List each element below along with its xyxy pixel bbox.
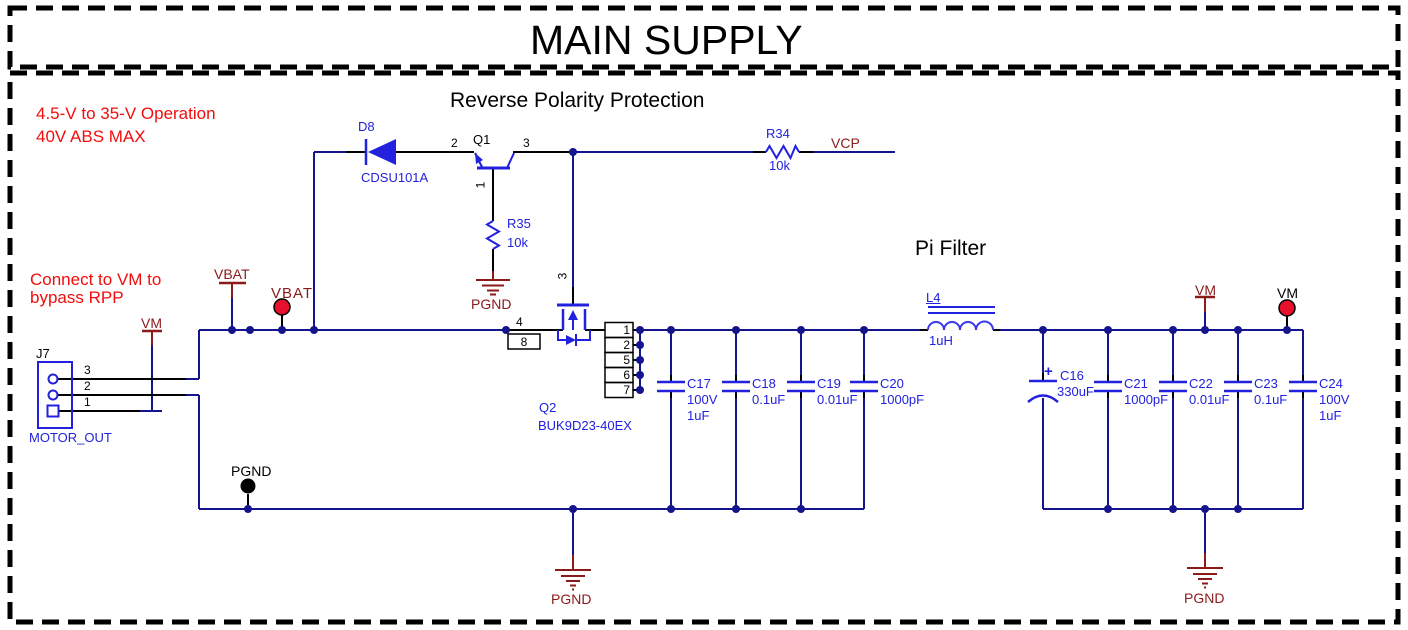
c18-refdes: C18 — [752, 376, 776, 391]
vbat-test-point — [273, 298, 291, 316]
q2-pin8-label: 8 — [520, 335, 528, 349]
junction-dots — [228, 148, 1291, 513]
c19-value: 0.01uF — [817, 392, 858, 407]
j7-pin2-label: 2 — [84, 379, 91, 393]
r35-refdes: R35 — [507, 216, 531, 231]
q2-pin4-label: 4 — [516, 315, 523, 329]
c18-value: 0.1uF — [752, 392, 786, 407]
vm-net-label-left: VM — [141, 315, 162, 331]
rpp-section-title: Reverse Polarity Protection — [450, 89, 705, 112]
c24-voltage: 100V — [1319, 392, 1350, 407]
q2-body-diode — [566, 335, 576, 345]
vcp-net-label: VCP — [831, 135, 860, 151]
wires — [140, 151, 1304, 555]
operation-range-note: 4.5-V to 35-V Operation — [36, 104, 216, 123]
c24-value: 1uF — [1319, 408, 1342, 423]
c23-refdes: C23 — [1254, 376, 1278, 391]
c22-value: 0.01uF — [1189, 392, 1230, 407]
c20-value: 1000pF — [880, 392, 925, 407]
l4-refdes: L4 — [926, 290, 941, 305]
pgnd-test-point — [240, 478, 256, 494]
pgnd-label-right: PGND — [1184, 590, 1225, 606]
abs-max-note: 40V ABS MAX — [36, 127, 146, 146]
title-frame — [7, 5, 1401, 70]
q2-pin7-label: 7 — [623, 383, 630, 397]
bypass-note-line1: Connect to VM to — [30, 270, 162, 289]
c24-refdes: C24 — [1319, 376, 1343, 391]
q1-refdes: Q1 — [473, 132, 491, 147]
j7-pin3-label: 3 — [84, 363, 91, 377]
q2-pin-boxes — [507, 321, 634, 399]
c16-refdes: C16 — [1060, 368, 1084, 383]
c23-value: 0.1uF — [1254, 392, 1288, 407]
vbat-net-label: VBAT — [214, 266, 250, 282]
c16-curved-plate — [1027, 394, 1059, 403]
q2-pin2-label: 2 — [623, 338, 630, 352]
c21-value: 1000pF — [1124, 392, 1169, 407]
q2-pin6-label: 6 — [623, 368, 630, 382]
l4-value: 1uH — [929, 333, 953, 348]
c16-polarity-mark: + — [1044, 363, 1053, 380]
main-frame — [7, 70, 1401, 625]
c17-value: 1uF — [687, 408, 710, 423]
q2-gate-pin-label: 3 — [555, 272, 570, 280]
d8-refdes: D8 — [358, 119, 375, 134]
vbat-testpoint-label: VBAT — [271, 285, 314, 302]
q2-pin5-label: 5 — [623, 353, 630, 367]
pgnd-testpoint-label: PGND — [231, 463, 272, 479]
resistor-r34-symbol — [765, 143, 800, 161]
c22-refdes: C22 — [1189, 376, 1213, 391]
j7-pin1-label: 1 — [84, 395, 91, 409]
transistor-q1-symbol — [474, 152, 515, 170]
j7-refdes: J7 — [36, 346, 50, 361]
connector-j7-symbol — [37, 361, 73, 429]
d8-part-number: CDSU101A — [361, 170, 429, 185]
c19-refdes: C19 — [817, 376, 841, 391]
q1-emitter-arrow — [475, 153, 483, 164]
c16-value: 330uF — [1057, 384, 1094, 399]
c17-refdes: C17 — [687, 376, 711, 391]
q2-pin1-label: 1 — [623, 323, 630, 337]
r35-value: 10k — [507, 235, 528, 250]
q2-refdes: Q2 — [539, 400, 557, 415]
c17-voltage: 100V — [687, 392, 718, 407]
vm-test-point — [1278, 299, 1296, 317]
bypass-note-line2: bypass RPP — [30, 288, 124, 307]
mosfet-q2-symbol — [557, 303, 591, 346]
c21-refdes: C21 — [1124, 376, 1148, 391]
r34-value: 10k — [769, 158, 790, 173]
q1-pin3-label: 3 — [523, 136, 530, 150]
q1-pin1-label: 1 — [473, 181, 488, 189]
ground-symbols — [476, 271, 1223, 591]
pgnd-label-top: PGND — [471, 296, 512, 312]
inductor-l4-symbol — [927, 306, 995, 331]
diode-d8-symbol — [364, 139, 396, 165]
capacitor-symbols — [657, 379, 1317, 403]
vm-testpoint-label: VM — [1277, 285, 1298, 301]
r34-refdes: R34 — [766, 126, 790, 141]
pi-filter-section-title: Pi Filter — [915, 237, 987, 260]
dashed-borders — [7, 5, 1401, 625]
q2-part-number: BUK9D23-40EX — [538, 418, 632, 433]
resistor-r35-symbol — [485, 220, 501, 250]
pgnd-label-mid: PGND — [551, 591, 592, 607]
j7-net-name: MOTOR_OUT — [29, 430, 112, 445]
power-flags — [142, 281, 1215, 345]
vm-net-label-right: VM — [1195, 282, 1216, 298]
c20-refdes: C20 — [880, 376, 904, 391]
q2-channel-arrow — [568, 310, 578, 320]
q1-pin2-label: 2 — [451, 136, 458, 150]
page-title: MAIN SUPPLY — [530, 17, 803, 63]
